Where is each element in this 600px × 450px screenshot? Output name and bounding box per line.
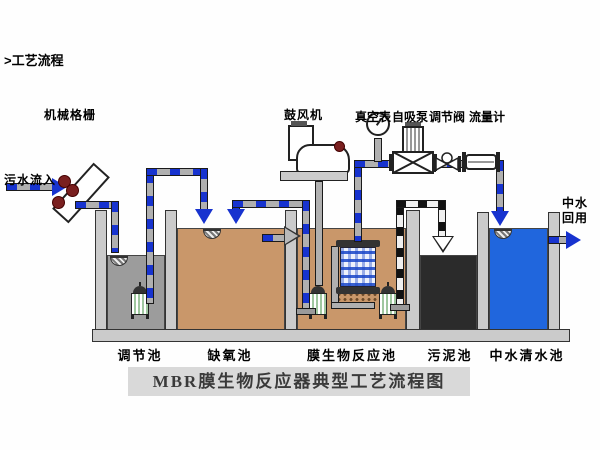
blower-motor-cap (291, 121, 307, 126)
label-reuse-line2: 回用 (562, 211, 589, 225)
pump-dome (133, 286, 147, 293)
label-flow-meter: 流量计 (469, 110, 506, 124)
recirc-riser-pipe (302, 200, 310, 310)
tank-wall (548, 212, 560, 330)
tank1-riser-pipe (146, 172, 154, 304)
label-self-priming-pump: 自吸泵 (392, 110, 429, 124)
self-priming-pump-motor (402, 126, 424, 154)
membrane-module (340, 247, 376, 287)
section-heading: >工艺流程 (4, 53, 64, 68)
pump-body (131, 293, 149, 315)
submersible-pump (131, 282, 149, 319)
tank-water-sludge (420, 255, 477, 330)
label-inflow: 污水流入 (4, 173, 57, 187)
label-regulating-valve: 调节阀 (429, 110, 466, 124)
sparger-pipe (331, 302, 375, 309)
tank-wall (406, 210, 420, 330)
aerator (379, 282, 397, 319)
self-priming-pump-cap (405, 122, 421, 126)
tank-wall (165, 210, 177, 330)
membrane-top-cap (336, 240, 380, 247)
label-tank-clear: 中水清水池 (489, 348, 565, 363)
label-reuse: 中水 回用 (562, 196, 588, 226)
pipe-foot (296, 308, 316, 315)
blower-stand (280, 171, 348, 181)
aerator-stub (387, 282, 389, 286)
screen-gear-icon (52, 196, 65, 209)
tank-wall (95, 210, 107, 330)
air-bubbles (336, 292, 378, 301)
label-tank-mbr: 膜生物反应池 (306, 348, 398, 363)
diagram-title: MBR膜生物反应器典型工艺流程图 (128, 367, 470, 396)
gauge-stub-pipe (374, 138, 382, 162)
air-pipe (315, 181, 323, 286)
screen-gear-icon (66, 184, 79, 197)
label-reuse-line1: 中水 (562, 196, 589, 210)
pipe-foot (390, 304, 410, 311)
sludge-drop-pipe (438, 200, 446, 238)
flow-arrow-down-icon (491, 211, 509, 226)
aerator-legs (379, 315, 397, 319)
flow-arrow-right-icon (566, 231, 581, 249)
aerator-dome (381, 286, 395, 293)
tank2-drop-pipe (200, 168, 208, 210)
sparger-drop-pipe (331, 246, 339, 304)
aerator-dome (311, 286, 325, 293)
outlet-pipe (548, 236, 568, 244)
self-priming-pump-body (389, 151, 437, 174)
tank-water-anoxic (177, 228, 285, 330)
vacuum-gauge-icon (366, 112, 390, 136)
membrane-bottom-cap (336, 287, 380, 294)
label-mechanical-screen: 机械格栅 (44, 108, 97, 122)
sludge-riser-pipe (396, 205, 404, 307)
tank-water-clear (489, 228, 548, 330)
pump-legs (131, 315, 149, 319)
label-blower: 鼓风机 (284, 108, 324, 122)
flow-meter-icon (462, 152, 500, 172)
label-tank-anoxic: 缺氧池 (207, 348, 253, 363)
label-tank-regulation: 调节池 (117, 348, 163, 363)
tank1-transfer-pipe (146, 168, 208, 176)
crossover-arrow-icon (285, 228, 298, 244)
foundation-slab (92, 329, 570, 342)
sludge-arrow-icon (434, 237, 452, 250)
tank1-inlet-pipe (111, 201, 119, 253)
label-vacuum-gauge: 真空表 (355, 110, 392, 124)
label-tank-sludge: 污泥池 (427, 348, 473, 363)
pump-stub (139, 282, 141, 286)
recirc-pipe (232, 200, 310, 208)
aerator-legs (309, 315, 327, 319)
flow-arrow-down-icon (195, 209, 213, 224)
flow-arrow-down-icon (227, 209, 245, 224)
regulating-valve-icon (433, 152, 461, 172)
blower-accent (334, 141, 345, 152)
membrane-riser-pipe (354, 166, 362, 242)
tank-wall (477, 212, 489, 330)
